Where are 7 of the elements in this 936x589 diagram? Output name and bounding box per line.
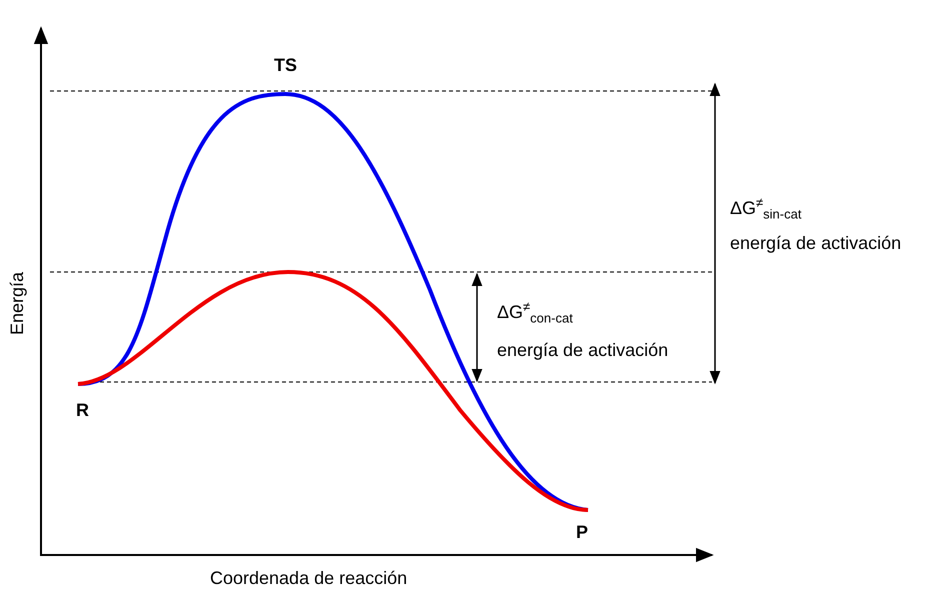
caption-text: energía de activación: [730, 234, 902, 254]
axis-title: Coordenada de reacción: [210, 569, 408, 589]
point-label: R: [76, 401, 89, 421]
point-label: TS: [274, 56, 298, 76]
point-label: P: [576, 523, 588, 543]
axis-title: Energía: [8, 272, 28, 336]
caption-text: energía de activación: [497, 341, 668, 361]
